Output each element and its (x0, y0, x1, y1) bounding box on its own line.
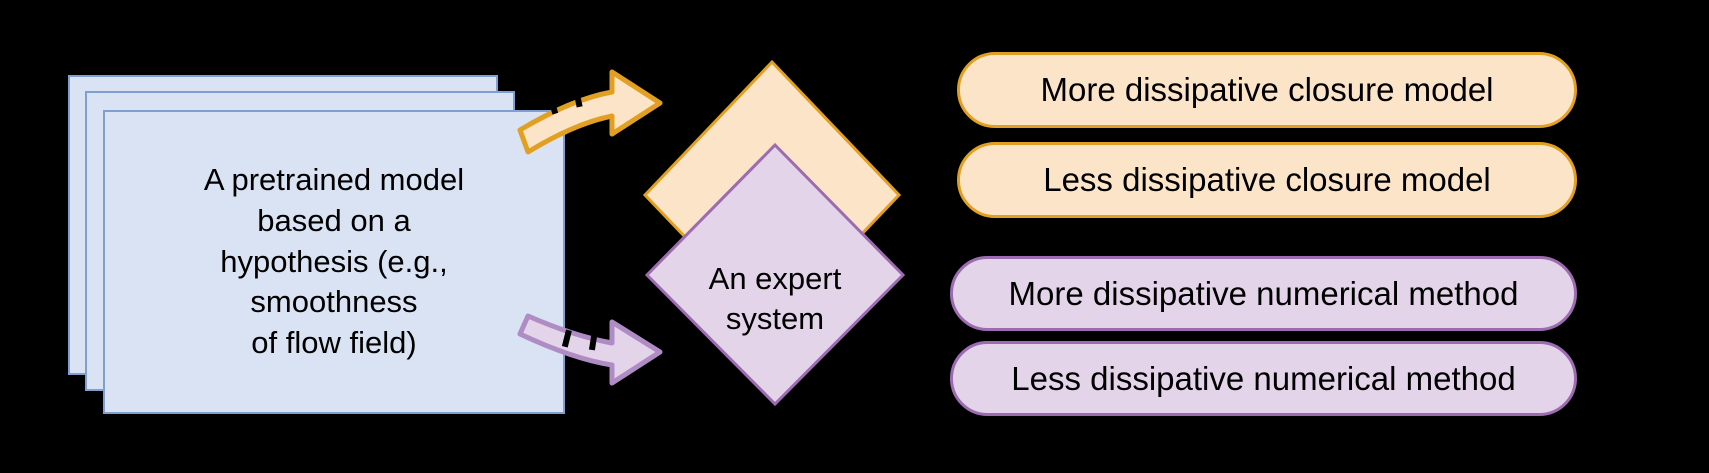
arrow-to-orange-diamond (517, 69, 663, 155)
outcome-pill-more-dissipative-numerical-method[interactable]: More dissipative numerical method (950, 256, 1577, 331)
arrow-to-purple-diamond (517, 313, 663, 386)
outcome-pill-more-dissipative-closure-model[interactable]: More dissipative closure model (957, 52, 1577, 128)
outcome-pill-less-dissipative-numerical-method[interactable]: Less dissipative numerical method (950, 341, 1577, 416)
outcome-pill-less-dissipative-closure-model[interactable]: Less dissipative closure model (957, 142, 1577, 218)
expert-system-diamond-front[interactable] (644, 142, 906, 407)
source-card-layer-front[interactable] (103, 110, 565, 414)
